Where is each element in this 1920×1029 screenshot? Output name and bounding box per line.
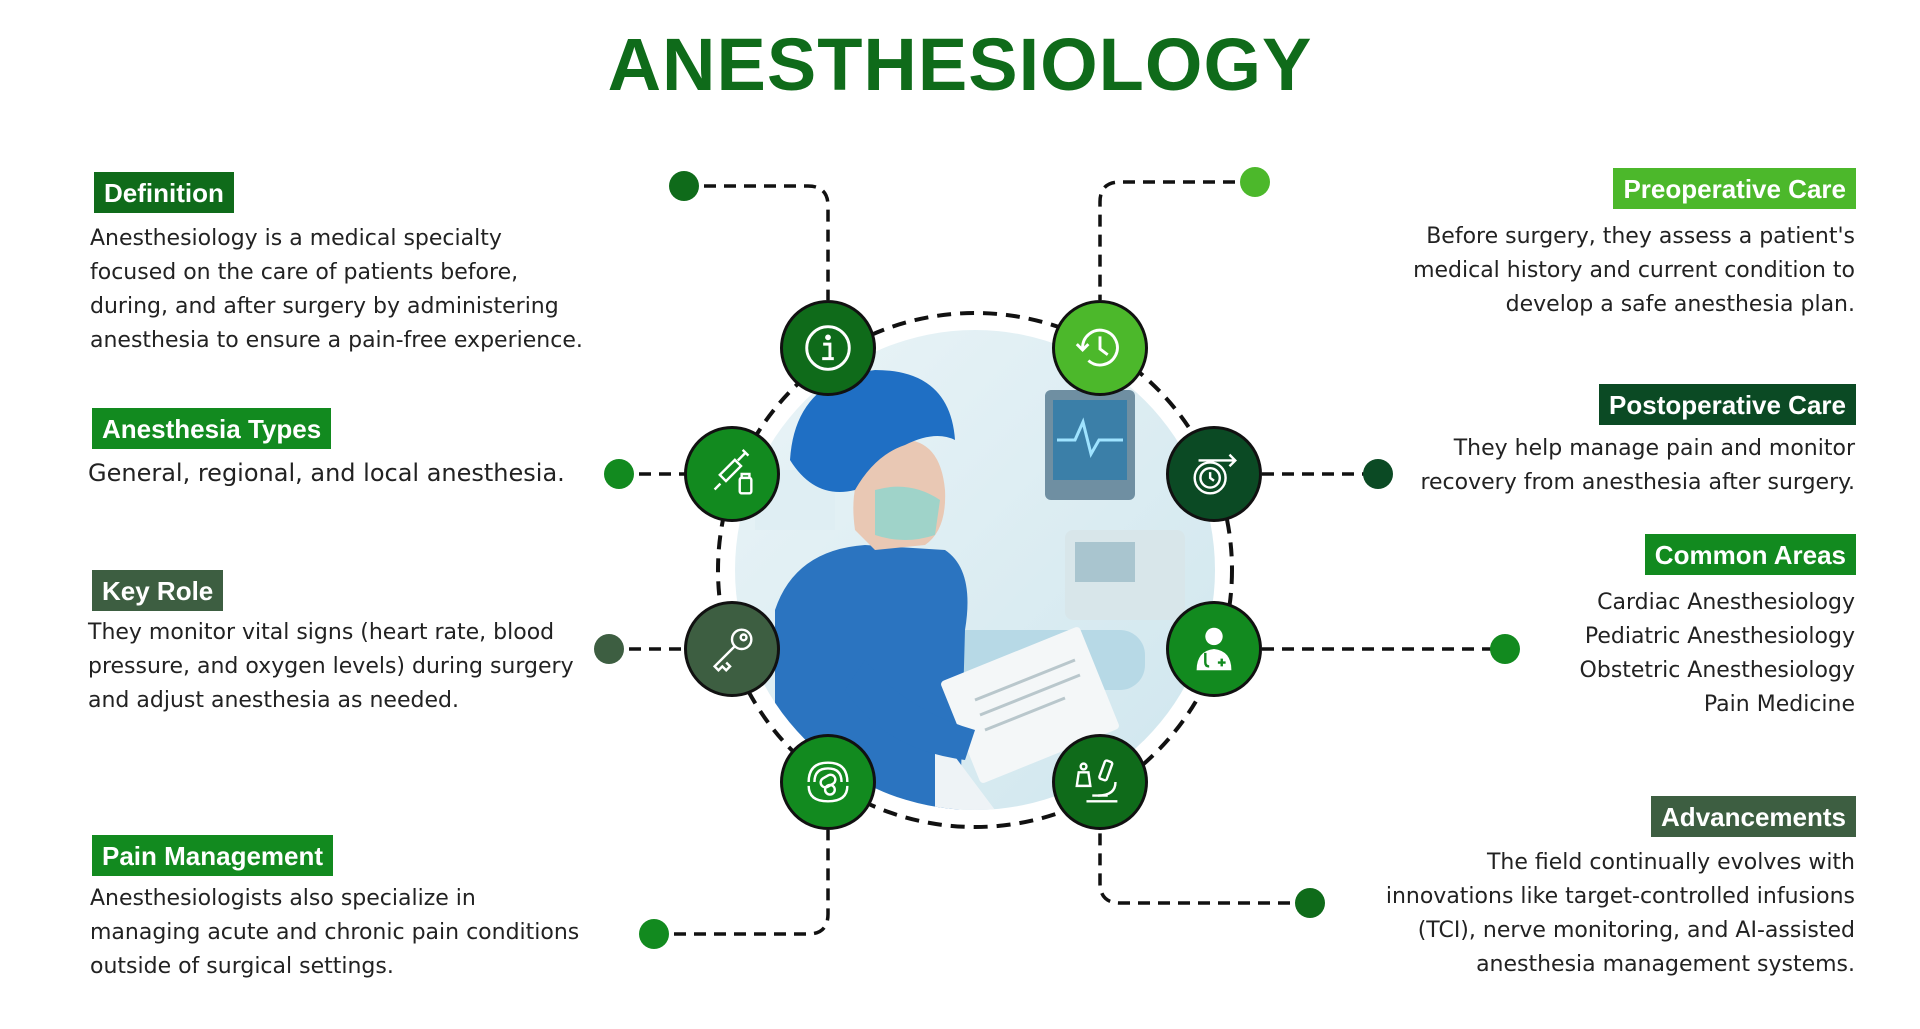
dot-definition	[669, 171, 699, 201]
text-line: develop a safe anesthesia plan.	[1505, 292, 1855, 317]
dot-types	[604, 459, 634, 489]
info-icon	[805, 325, 851, 371]
pain-text: Anesthesiologists also specialize in man…	[90, 882, 579, 984]
definition-text: Anesthesiology is a medical specialty fo…	[90, 222, 583, 358]
timer-arrow-icon	[1193, 453, 1237, 495]
connector-definition	[684, 184, 830, 300]
areas-text: Cardiac Anesthesiology Pediatric Anesthe…	[1580, 586, 1855, 722]
text-line: pressure, and oxygen levels) during surg…	[88, 654, 574, 679]
text-line: Cardiac Anesthesiology	[1597, 590, 1855, 615]
preop-text: Before surgery, they assess a patient's …	[1413, 220, 1855, 322]
timer-node	[1166, 426, 1262, 522]
advancements-label: Advancements	[1651, 796, 1856, 837]
text-line: Pediatric Anesthesiology	[1584, 624, 1855, 649]
text-line: anesthesia to ensure a pain-free experie…	[90, 328, 583, 353]
dashed-ring	[716, 311, 1234, 829]
text-line: They monitor vital signs (heart rate, bl…	[88, 620, 555, 645]
text-line: Before surgery, they assess a patient's	[1426, 224, 1855, 249]
text-line: Anesthesiology is a medical specialty	[90, 226, 502, 251]
text-line: anesthesia management systems.	[1476, 952, 1855, 977]
text-line: focused on the care of patients before,	[90, 260, 519, 285]
text-line: medical history and current condition to	[1413, 258, 1855, 283]
text-line: Anesthesiologists also specialize in	[90, 886, 476, 911]
microscope-icon	[1075, 759, 1118, 803]
pills-waves-icon	[807, 761, 849, 803]
postop-label: Postoperative Care	[1599, 384, 1856, 425]
areas-label: Common Areas	[1644, 534, 1856, 575]
dot-postop	[1363, 459, 1393, 489]
doctor-icon	[1196, 627, 1232, 671]
text-line: Pain Medicine	[1703, 692, 1855, 717]
pain-label: Pain Management	[92, 835, 334, 876]
text-line: outside of surgical settings.	[90, 954, 394, 979]
key-icon	[712, 628, 753, 672]
role-text: They monitor vital signs (heart rate, bl…	[88, 616, 574, 718]
preop-label: Preoperative Care	[1613, 168, 1856, 209]
definition-label: Definition	[94, 172, 234, 213]
dot-preop	[1240, 167, 1270, 197]
types-label: Anesthesia Types	[92, 408, 332, 449]
dot-advancements	[1295, 888, 1325, 918]
text-line: The field continually evolves with	[1486, 850, 1855, 875]
role-label: Key Role	[92, 570, 224, 611]
key-node	[684, 601, 780, 697]
doctor-node	[1166, 601, 1262, 697]
text-line: innovations like target-controlled infus…	[1385, 884, 1855, 909]
connector-advancements	[1098, 830, 1310, 905]
text-line: and adjust anesthesia as needed.	[88, 688, 459, 713]
pills-node	[780, 734, 876, 830]
advancements-text: The field continually evolves with innov…	[1386, 846, 1855, 982]
text-line: recovery from anesthesia after surgery.	[1420, 470, 1855, 495]
dot-areas	[1490, 634, 1520, 664]
connector-preop	[1098, 180, 1255, 300]
text-line: during, and after surgery by administeri…	[90, 294, 559, 319]
dot-pain	[639, 919, 669, 949]
types-text: General, regional, and local anesthesia.	[88, 456, 565, 490]
dot-role	[594, 634, 624, 664]
syringe-vial-icon	[713, 448, 753, 495]
microscope-node	[1052, 734, 1148, 830]
postop-text: They help manage pain and monitor recove…	[1420, 432, 1855, 500]
history-clock-icon	[1075, 328, 1119, 367]
text-line: They help manage pain and monitor	[1453, 436, 1855, 461]
text-line: General, regional, and local anesthesia.	[88, 459, 565, 487]
history-node	[1052, 300, 1148, 396]
syringe-node	[684, 426, 780, 522]
text-line: managing acute and chronic pain conditio…	[90, 920, 580, 945]
page-title: ANESTHESIOLOGY	[607, 23, 1313, 106]
anesthesiologist-photo	[735, 330, 1215, 810]
connector-pain	[654, 830, 830, 936]
text-line: Obstetric Anesthesiology	[1579, 658, 1855, 683]
info-node	[780, 300, 876, 396]
text-line: (TCI), nerve monitoring, and AI-assisted	[1417, 918, 1855, 943]
